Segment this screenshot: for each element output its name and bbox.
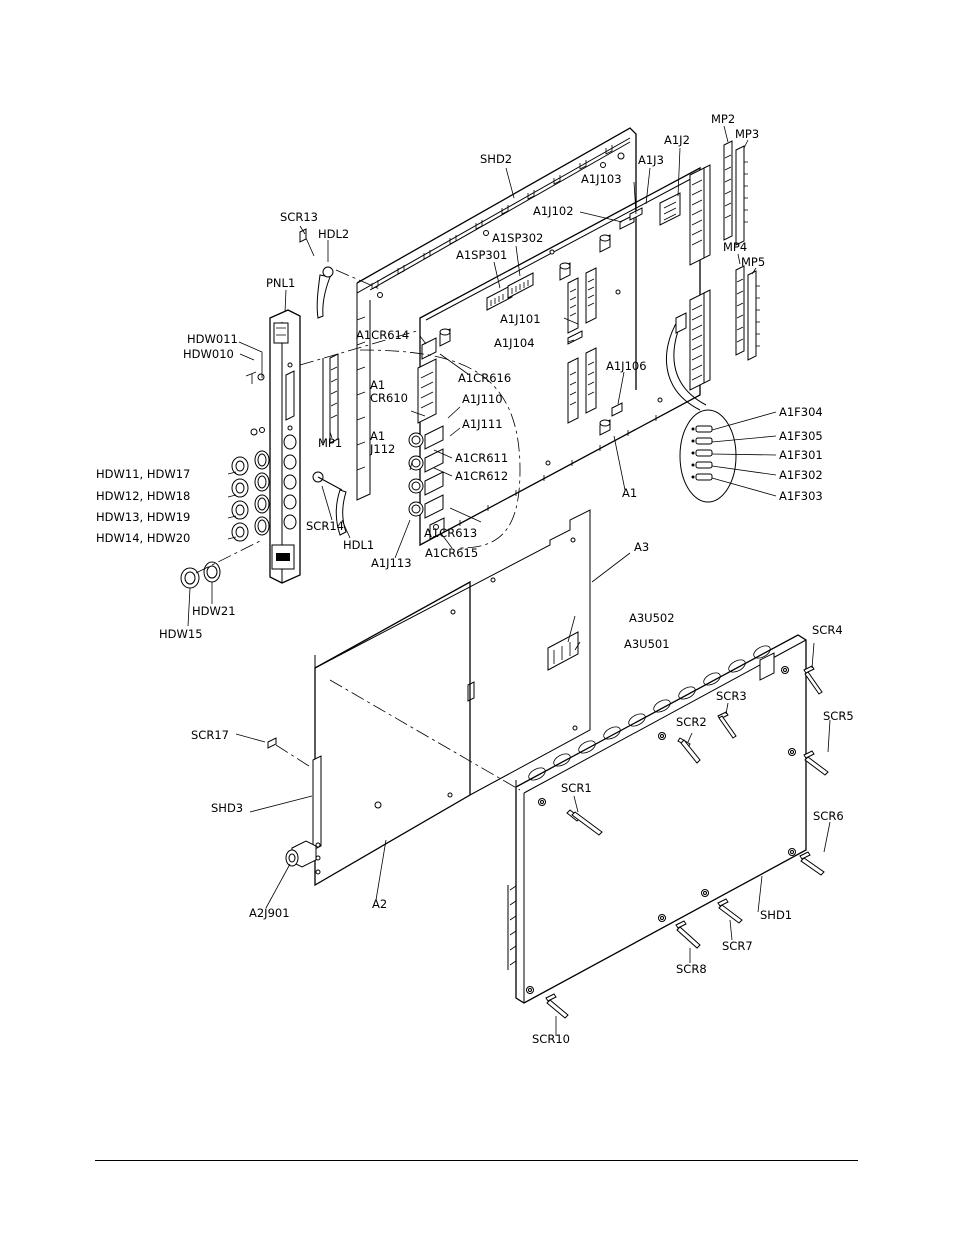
label-a1j3: A1J3 <box>638 153 664 167</box>
washers <box>180 450 270 589</box>
shield-shd1 <box>507 634 807 1004</box>
label-hdw13-hdw19: HDW13, HDW19 <box>96 510 190 524</box>
label-mp4: MP4 <box>723 240 747 254</box>
label-shd3: SHD3 <box>211 801 243 815</box>
label-a1-j112-line1: A1 <box>370 429 385 443</box>
label-scr4: SCR4 <box>812 623 843 637</box>
label-a1j113: A1J113 <box>371 556 412 570</box>
label-a1j110: A1J110 <box>462 392 503 406</box>
label-mp5: MP5 <box>741 255 765 269</box>
part-labels: SHD2 SCR13 HDL2 PNL1 HDW011 HDW010 HDW11… <box>96 112 854 1046</box>
label-a1sp302: A1SP302 <box>492 231 543 245</box>
fuse-group <box>679 409 737 503</box>
label-scr6: SCR6 <box>813 809 844 823</box>
label-a1f301: A1F301 <box>779 448 823 462</box>
footer-rule <box>95 1160 858 1161</box>
label-a1cr613: A1CR613 <box>424 526 477 540</box>
label-scr13: SCR13 <box>280 210 318 224</box>
label-scr14: SCR14 <box>306 519 344 533</box>
shield-shd2 <box>356 127 637 501</box>
label-a1f302: A1F302 <box>779 468 823 482</box>
label-a1j2: A1J2 <box>664 133 690 147</box>
assembly-lines-upper <box>195 269 521 574</box>
label-hdw010: HDW010 <box>183 347 234 361</box>
label-a1cr612: A1CR612 <box>455 469 508 483</box>
board-a1 <box>408 164 711 547</box>
label-a1f305: A1F305 <box>779 429 823 443</box>
label-a1sp301: A1SP301 <box>456 248 507 262</box>
label-a1f303: A1F303 <box>779 489 823 503</box>
label-scr2: SCR2 <box>676 715 707 729</box>
label-hdl1: HDL1 <box>343 538 374 552</box>
label-shd1: SHD1 <box>760 908 792 922</box>
label-scr10: SCR10 <box>532 1032 570 1046</box>
label-hdl2: HDL2 <box>318 227 349 241</box>
front-panel-pnl1 <box>245 228 347 584</box>
label-a1-cr610-line1: A1 <box>370 378 385 392</box>
label-a1j104: A1J104 <box>494 336 535 350</box>
screws <box>545 665 829 1019</box>
label-a1j111: A1J111 <box>462 417 503 431</box>
label-a1cr615: A1CR615 <box>425 546 478 560</box>
label-hdw011: HDW011 <box>187 332 238 346</box>
label-a1f304: A1F304 <box>779 405 823 419</box>
label-a1-j112-line2: J112 <box>369 442 395 456</box>
label-a1j102: A1J102 <box>533 204 574 218</box>
label-hdw15: HDW15 <box>159 627 203 641</box>
label-mp2: MP2 <box>711 112 735 126</box>
label-scr8: SCR8 <box>676 962 707 976</box>
label-scr1: SCR1 <box>561 781 592 795</box>
label-a1-cr610-line2: CR610 <box>370 391 408 405</box>
label-a1cr611: A1CR611 <box>455 451 508 465</box>
label-hdw11-hdw17: HDW11, HDW17 <box>96 467 190 481</box>
strips-mp <box>723 140 760 361</box>
label-a1cr614: A1CR614 <box>356 328 409 342</box>
label-hdw12-hdw18: HDW12, HDW18 <box>96 489 190 503</box>
label-hdw14-hdw20: HDW14, HDW20 <box>96 531 190 545</box>
label-shd2: SHD2 <box>480 152 512 166</box>
label-a1cr616: A1CR616 <box>458 371 511 385</box>
label-a1: A1 <box>622 486 637 500</box>
label-a2j901: A2J901 <box>249 906 290 920</box>
label-scr17: SCR17 <box>191 728 229 742</box>
label-mp1: MP1 <box>318 436 342 450</box>
label-hdw21: HDW21 <box>192 604 236 618</box>
label-a3u501: A3U501 <box>624 637 670 651</box>
label-a3u502: A3U502 <box>629 611 675 625</box>
label-mp3: MP3 <box>735 127 759 141</box>
label-a1j103: A1J103 <box>581 172 622 186</box>
label-scr3: SCR3 <box>716 689 747 703</box>
label-pnl1: PNL1 <box>266 276 295 290</box>
leader-lines <box>187 125 831 1036</box>
label-a1j101: A1J101 <box>500 312 541 326</box>
label-a2: A2 <box>372 897 387 911</box>
label-a3: A3 <box>634 540 649 554</box>
label-scr5: SCR5 <box>823 709 854 723</box>
label-a1j106: A1J106 <box>606 359 647 373</box>
label-scr7: SCR7 <box>722 939 753 953</box>
board-a2 <box>267 580 521 887</box>
